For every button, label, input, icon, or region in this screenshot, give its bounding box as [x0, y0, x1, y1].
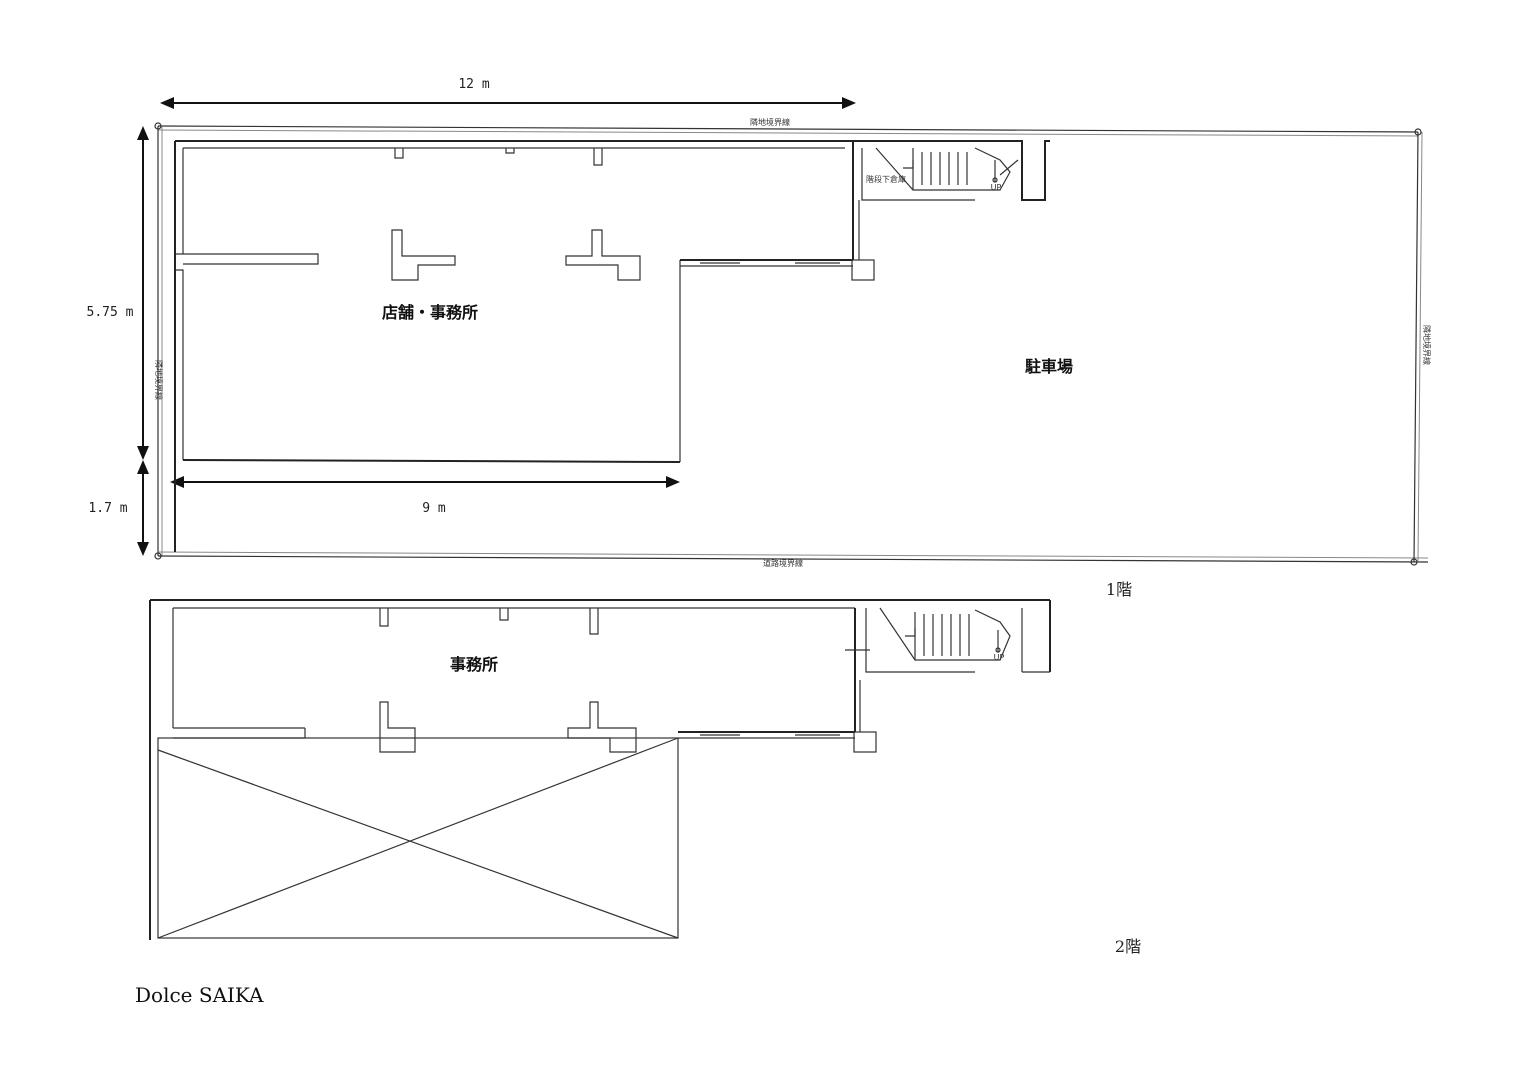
dimension-width-top-label: 12 m [458, 77, 489, 92]
dimension-height-left-label: 5.75 m [87, 305, 134, 320]
boundary-right-label: 隣地境界線 [1422, 325, 1432, 365]
room-shop-office-label: 店舗・事務所 [382, 303, 478, 322]
floor1-label: 1階 [1106, 580, 1132, 599]
floor1-stair-storage-label: 階段下倉庫 [866, 174, 906, 184]
floor1-stair-up-label: UP [991, 183, 1002, 192]
floor2-building-walls [149, 599, 1051, 940]
dimension-width-shop [170, 476, 680, 488]
dimension-width-top [160, 97, 856, 109]
dimension-width-shop-label: 9 m [422, 501, 446, 516]
floor2-stairs [865, 607, 1011, 673]
floor1-building-walls [174, 140, 875, 552]
dimension-height-lower-label: 1.7 m [88, 501, 127, 516]
boundary-bottom-label: 道路境界線 [763, 558, 803, 568]
dimension-height-lower [137, 460, 149, 556]
boundary-left-label: 隣地境界線 [154, 360, 164, 400]
boundary-top-label: 隣地境界線 [750, 117, 790, 127]
floor2-label: 2階 [1115, 937, 1141, 956]
floor1-site-boundary [154, 122, 1429, 566]
floor2-void-area [157, 737, 679, 939]
dimension-height-left [137, 126, 149, 460]
room-parking-label: 駐車場 [1025, 357, 1073, 376]
room-office-label: 事務所 [450, 655, 498, 674]
floor2-stair-up-label: UP [994, 653, 1005, 662]
floor1-stairs [853, 140, 1050, 201]
brand-name: Dolce SAIKA [135, 983, 264, 1007]
